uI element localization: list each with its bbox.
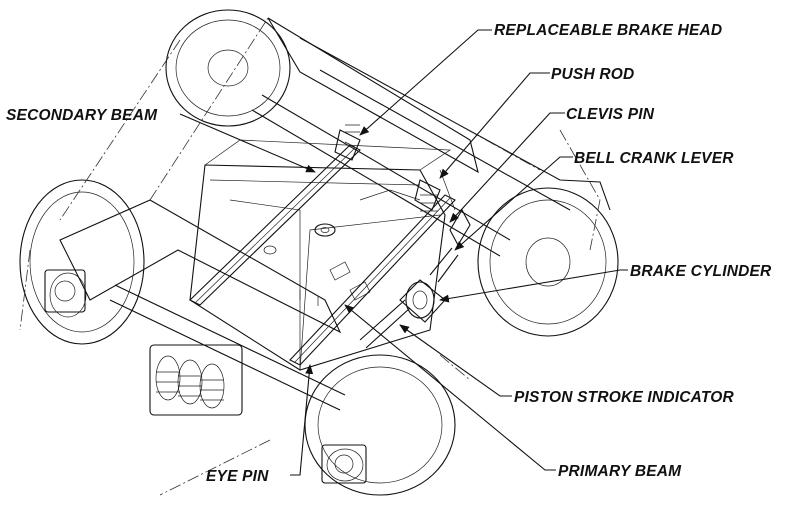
wheel-rear-right bbox=[477, 187, 619, 337]
label-push-rod: PUSH ROD bbox=[551, 66, 634, 83]
wheel-front-left bbox=[19, 179, 145, 345]
side-frame-left bbox=[19, 17, 479, 334]
side-frame-right bbox=[159, 37, 611, 496]
brake-heads bbox=[334, 129, 441, 211]
axle-rear bbox=[251, 94, 511, 257]
brake-cylinder-part bbox=[359, 247, 459, 349]
label-secondary-beam: SECONDARY BEAM bbox=[6, 107, 158, 124]
label-brake-cylinder: BRAKE CYLINDER bbox=[630, 263, 772, 280]
primary-beam-part bbox=[289, 194, 456, 366]
spring-nest-right bbox=[345, 124, 438, 212]
label-primary-beam: PRIMARY BEAM bbox=[558, 463, 682, 480]
wheel-front-right bbox=[304, 354, 456, 496]
axle-box-left bbox=[44, 269, 86, 313]
axle-box-right bbox=[321, 444, 367, 484]
label-piston-stroke-indicator: PISTON STROKE INDICATOR bbox=[514, 389, 735, 406]
label-replaceable-brake-head: REPLACEABLE BRAKE HEAD bbox=[494, 22, 722, 39]
axle-front bbox=[109, 284, 346, 411]
spring-nest-left bbox=[149, 344, 243, 416]
leader-lines bbox=[179, 29, 628, 476]
wheel-rear-left bbox=[165, 9, 291, 127]
secondary-beam-part bbox=[189, 144, 361, 306]
bolster-body bbox=[189, 139, 452, 371]
label-clevis-pin: CLEVIS PIN bbox=[566, 106, 655, 123]
label-bell-crank-lever: BELL CRANK LEVER bbox=[574, 150, 734, 167]
label-eye-pin: EYE PIN bbox=[206, 468, 269, 485]
